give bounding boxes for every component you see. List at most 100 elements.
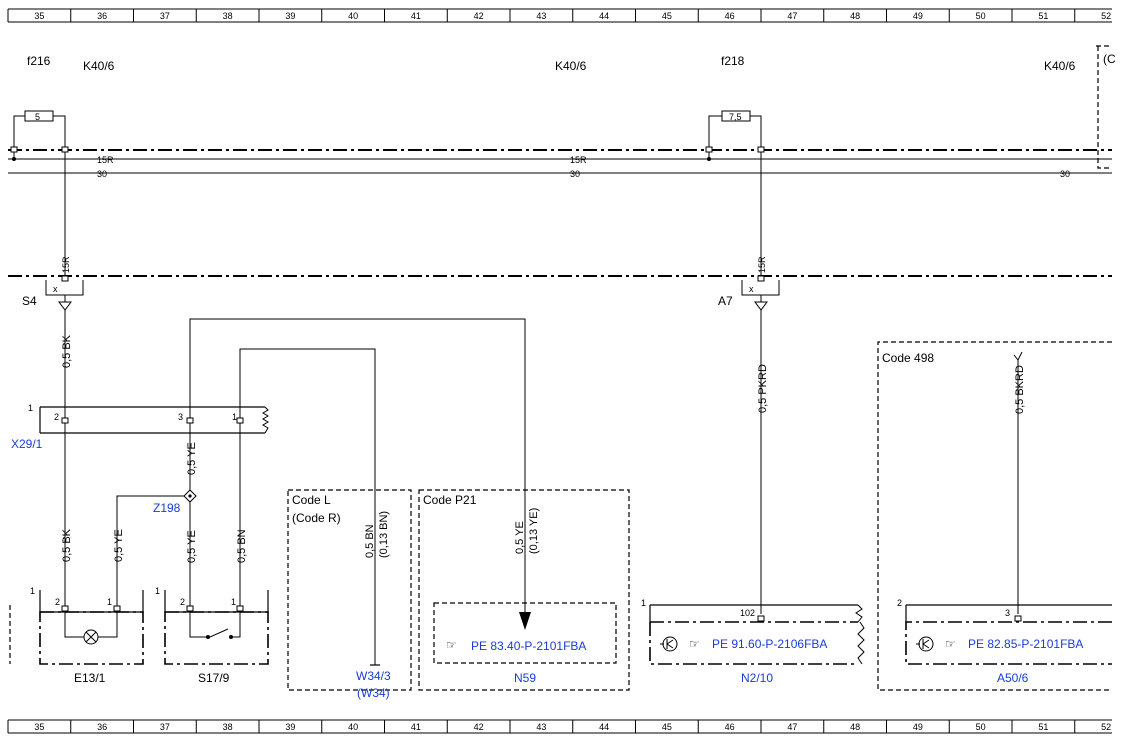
svg-text:x: x	[53, 284, 58, 294]
module-border-edge	[1096, 45, 1112, 169]
svg-text:N2/10: N2/10	[741, 671, 773, 685]
svg-text:30: 30	[1060, 169, 1070, 179]
svg-text:3: 3	[178, 412, 183, 422]
svg-text:2: 2	[897, 598, 902, 608]
svg-text:(W34): (W34)	[357, 686, 390, 700]
svg-text:X29/1: X29/1	[11, 437, 43, 451]
grid-number: 51	[1038, 722, 1048, 732]
svg-text:15R: 15R	[570, 155, 587, 165]
grid-number: 35	[34, 722, 44, 732]
component-n2-10: 1 102 ☞ PE 91.60-P-2106FBA N2/10	[641, 598, 865, 685]
svg-text:S17/9: S17/9	[198, 671, 230, 685]
svg-text:1: 1	[28, 403, 33, 413]
svg-text:0,5 BN: 0,5 BN	[364, 524, 376, 558]
bus-30: 30 30 30	[8, 169, 1112, 179]
grid-number: 51	[1038, 11, 1048, 21]
fuse-rating: 7,5	[729, 112, 742, 122]
grid-number: 52	[1101, 722, 1111, 732]
module-label-k40-6: K40/6	[83, 59, 115, 73]
svg-text:3: 3	[1005, 608, 1010, 618]
svg-text:Code L: Code L	[292, 493, 331, 507]
svg-text:1: 1	[231, 597, 236, 607]
wire-bn-to-w34	[239, 348, 376, 665]
svg-text:x: x	[749, 284, 754, 294]
component-e13-1: 1 2 1 E13/1	[30, 586, 144, 685]
grid-number: 40	[348, 11, 358, 21]
grid-number: 37	[160, 722, 170, 732]
svg-text:S4: S4	[22, 294, 37, 308]
grid-number: 45	[662, 11, 672, 21]
grid-number: 43	[536, 11, 546, 21]
splice-z198: Z198	[116, 489, 197, 608]
grid-number: 50	[976, 11, 986, 21]
code-498-region: Code 498 0,5 BKRD	[877, 341, 1112, 691]
module-label-k40-6: K40/6	[555, 59, 587, 73]
connector-x29-1: 1 2 3 1 X29/1	[11, 403, 269, 451]
reference-link-n59[interactable]: PE 83.40-P-2101FBA	[471, 639, 586, 653]
grid-number: 50	[976, 722, 986, 732]
svg-text:(0,13 BN): (0,13 BN)	[378, 511, 390, 558]
grid-number: 41	[411, 722, 421, 732]
grid-number: 42	[474, 11, 484, 21]
component-s17-9: 1 2 1 S17/9	[155, 586, 269, 685]
transistor-icon	[662, 636, 678, 652]
svg-text:1: 1	[641, 598, 646, 608]
grid-number: 37	[160, 11, 170, 21]
pin-label-15r: 15R	[61, 256, 71, 273]
wire-label: 0,5 BK	[61, 528, 73, 562]
svg-text:2: 2	[180, 597, 185, 607]
hand-pointer-icon: ☞	[945, 637, 956, 651]
fuse-label-f216: f216	[27, 54, 51, 68]
svg-text:0,5 YE: 0,5 YE	[514, 521, 526, 554]
svg-text:A7: A7	[718, 294, 733, 308]
fuse-f218: 7,5	[705, 110, 765, 161]
code-p21-region: Code P21 0,5 YE (0,13 YE) ☞ PE 83.40-P-2…	[418, 489, 630, 691]
grid-number: 36	[97, 11, 107, 21]
svg-text:(0,13 YE): (0,13 YE)	[528, 508, 540, 554]
hand-pointer-icon: ☞	[446, 638, 457, 652]
fuse-rating: 5	[35, 112, 40, 122]
wire-label: 0,5 BKRD	[1014, 365, 1026, 414]
wire-label: 0,5 BK	[61, 334, 73, 368]
reference-link-n2[interactable]: PE 91.60-P-2106FBA	[712, 637, 827, 651]
svg-text:102: 102	[740, 608, 755, 618]
grid-number: 42	[474, 722, 484, 732]
svg-text:W34/3: W34/3	[356, 669, 391, 683]
grid-number: 52	[1101, 11, 1111, 21]
wire-label: 0,5 PKRD	[757, 364, 769, 413]
connector-a7: x A7	[718, 275, 780, 311]
pin-label-15r: 15R	[757, 256, 767, 273]
svg-text:30: 30	[97, 169, 107, 179]
wire-label: 0,5 YE	[186, 530, 198, 563]
connector-s4: x S4	[22, 275, 84, 311]
svg-text:1: 1	[232, 412, 237, 422]
svg-text:2: 2	[55, 597, 60, 607]
svg-text:N59: N59	[514, 671, 536, 685]
wire-label: 0,5 YE	[186, 442, 198, 475]
svg-text:1: 1	[30, 586, 35, 596]
svg-text:30: 30	[570, 169, 580, 179]
grid-number: 41	[411, 11, 421, 21]
grid-number: 43	[536, 722, 546, 732]
grid-number: 39	[285, 722, 295, 732]
grid-number: 38	[223, 722, 233, 732]
hand-pointer-icon: ☞	[689, 637, 700, 651]
svg-text:15R: 15R	[97, 155, 114, 165]
grid-number: 40	[348, 722, 358, 732]
grid-number: 44	[599, 11, 609, 21]
svg-text:2: 2	[54, 412, 59, 422]
svg-text:(Code R): (Code R)	[292, 511, 341, 525]
grid-number: 44	[599, 722, 609, 732]
svg-text:E13/1: E13/1	[74, 671, 106, 685]
fuse-label-f218: f218	[721, 54, 745, 68]
grid-number: 47	[787, 722, 797, 732]
svg-text:1: 1	[155, 586, 160, 596]
grid-number: 46	[725, 722, 735, 732]
reference-link-a50[interactable]: PE 82.85-P-2101FBA	[968, 637, 1083, 651]
bus-15r: 15R 15R	[8, 155, 1112, 165]
code-l-region: Code L (Code R) 0,5 BN (0,13 BN) W34/3 (…	[287, 489, 412, 700]
grid-number: 49	[913, 722, 923, 732]
transistor-icon	[918, 636, 934, 652]
